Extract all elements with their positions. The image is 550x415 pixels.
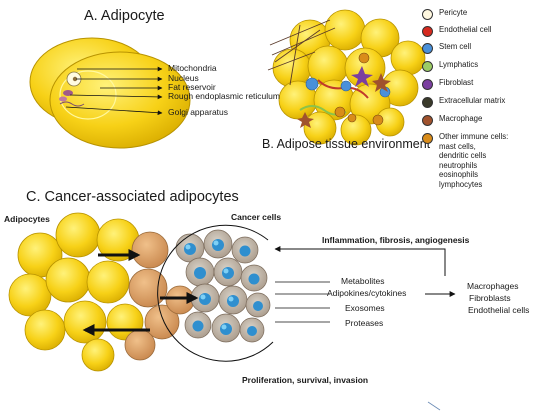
panel-c-arrows [82,224,456,362]
adipose-tissue-cluster [267,9,426,146]
legend-label: Other immune cells: [439,132,509,141]
legend-item-macrophage: Macrophage [422,114,482,128]
stromal-endothelial: Endothelial cells [468,305,530,315]
factor-metabolites: Metabolites [341,276,385,286]
label-nucleus: Nucleus [168,73,199,83]
adipocyte-drawing [29,37,191,149]
legend-swatch [422,61,433,72]
legend-swatch [422,9,433,20]
legend-label: Extracellular matrix [439,96,506,105]
adipocyte-group [8,212,144,372]
legend-label: Macrophage [439,114,483,123]
panel-a-leader-lines [65,66,163,116]
legend-swatch [422,115,433,126]
legend-item-endothelial: Endothelial cell [422,25,491,39]
legend-swatch [422,43,433,54]
bottom-label: Proliferation, survival, invasion [242,375,369,385]
legend-swatch [422,26,433,37]
legend-sub-label: eosinophils [439,170,479,179]
cancer-cells-label: Cancer cells [231,212,282,222]
stromal-macrophages: Macrophages [467,281,519,291]
legend-swatch [422,133,433,144]
label-rough-er: Rough endoplasmic reticulum [168,91,280,101]
legend-item-other-immune: Other immune cells: mast cells, dendriti… [422,132,508,196]
label-fat-reservoir: Fat reservoir [168,82,216,92]
legend-item-extracellular-matrix: Extracellular matrix [422,96,505,110]
legend-label: Lymphatics [439,60,479,69]
cancer-associated-adipocyte-group [124,231,195,361]
legend-swatch [422,79,433,90]
legend-label: Pericyte [439,8,468,17]
legend-sub-label: mast cells, [439,141,476,151]
label-golgi: Golgi apparatus [168,107,229,117]
legend-sub-label: dendritic cells [439,151,487,160]
legend-item-pericyte: Pericyte [422,8,467,22]
legend-sub-label: lymphocytes [439,179,483,189]
cancer-cell-cluster [175,229,271,343]
top-arrow-label: Inflammation, fibrosis, angiogenesis [322,235,470,245]
panel-c-title: C. Cancer-associated adipocytes [26,189,239,205]
legend-swatch [422,97,433,108]
label-mitochondria: Mitochondria [168,63,217,73]
panel-b-title: B. Adipose tissue environment [262,137,431,151]
legend-label-block: Other immune cells: mast cells, dendriti… [439,132,508,189]
legend-item-fibroblast: Fibroblast [422,78,473,92]
legend-item-lymphatics: Lymphatics [422,60,478,74]
factor-adipokines: Adipokines/cytokines [327,288,407,298]
legend-label: Endothelial cell [439,25,492,34]
legend-item-stem-cell: Stem cell [422,42,471,56]
stromal-fibroblasts: Fibroblasts [469,293,511,303]
legend-label: Fibroblast [439,78,474,87]
legend-sub-label: neutrophils [439,160,478,170]
panel-a-title: A. Adipocyte [84,8,165,24]
legend-label: Stem cell [439,42,472,51]
factor-exosomes: Exosomes [345,303,385,313]
factor-proteases: Proteases [345,318,384,328]
adipocytes-label: Adipocytes [4,214,50,224]
